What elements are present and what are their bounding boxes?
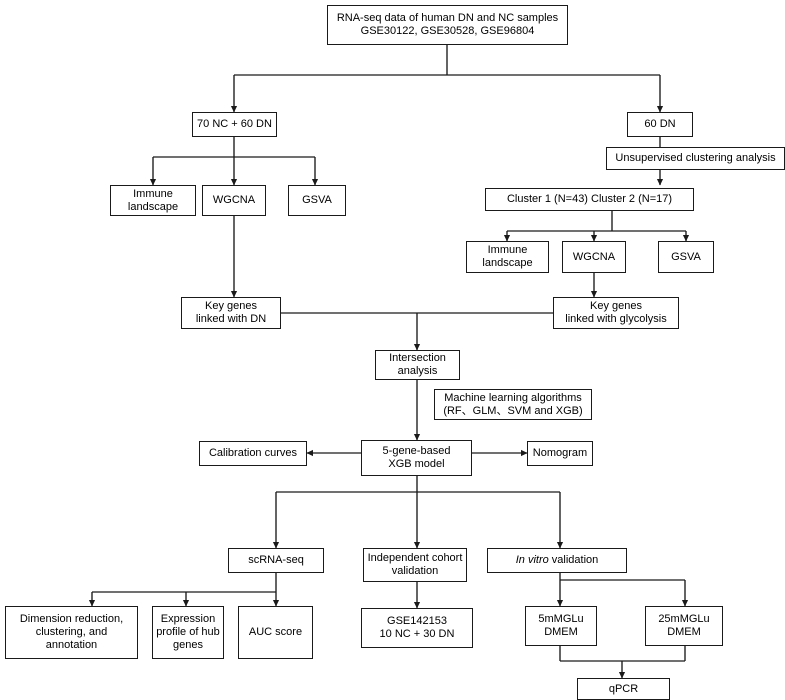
node-gse142153-label: GSE142153 10 NC + 30 DN xyxy=(379,615,455,640)
node-scrna-seq[interactable]: scRNA-seq xyxy=(228,548,324,573)
node-scrna-seq-label: scRNA-seq xyxy=(248,554,304,566)
node-in-vitro-validation-label: In vitro validation xyxy=(516,554,599,567)
node-calibration-curves-label: Calibration curves xyxy=(208,447,298,459)
node-clusters-label: Cluster 1 (N=43) Cluster 2 (N=17) xyxy=(506,193,673,205)
node-ml-algorithms[interactable]: Machine learning algorithms (RF、GLM、SVM … xyxy=(434,389,592,420)
node-glu-25mm[interactable]: 25mMGLu DMEM xyxy=(645,606,723,646)
node-cohort-left-label: 70 NC + 60 DN xyxy=(197,118,272,130)
node-cohort-left[interactable]: 70 NC + 60 DN xyxy=(192,112,277,137)
node-calibration-curves[interactable]: Calibration curves xyxy=(199,441,307,466)
node-cohort-right[interactable]: 60 DN xyxy=(627,112,693,137)
node-auc-score-label: AUC score xyxy=(248,626,303,638)
node-key-genes-dn[interactable]: Key genes linked with DN xyxy=(181,297,281,329)
node-unsupervised-clustering[interactable]: Unsupervised clustering analysis xyxy=(606,147,785,170)
node-immune-landscape-left-label: Immune landscape xyxy=(127,187,179,213)
node-in-vitro-rest: validation xyxy=(548,554,599,566)
node-gse142153[interactable]: GSE142153 10 NC + 30 DN xyxy=(361,608,473,648)
node-independent-cohort-label: Independent cohort validation xyxy=(367,552,463,577)
node-glu-5mm-label: 5mMGLu DMEM xyxy=(538,613,584,638)
node-ml-algorithms-label: Machine learning algorithms (RF、GLM、SVM … xyxy=(443,391,583,417)
node-auc-score[interactable]: AUC score xyxy=(238,606,313,659)
node-glu-25mm-label: 25mMGLu DMEM xyxy=(658,613,710,638)
node-dimension-reduction[interactable]: Dimension reduction, clustering, and ann… xyxy=(5,606,138,659)
node-wgcna-right-label: WGCNA xyxy=(572,250,616,263)
node-in-vitro-italic: In vitro xyxy=(515,554,549,566)
node-qpcr-label: qPCR xyxy=(608,682,639,695)
node-gsva-right[interactable]: GSVA xyxy=(658,241,714,273)
node-gsva-left-label: GSVA xyxy=(302,194,332,206)
node-immune-landscape-left[interactable]: Immune landscape xyxy=(110,185,196,216)
node-expression-profile-label: Expression profile of hub genes xyxy=(156,613,220,651)
node-source-data-label: RNA-seq data of human DN and NC samples … xyxy=(336,12,559,37)
node-glu-5mm[interactable]: 5mMGLu DMEM xyxy=(525,606,597,646)
node-immune-landscape-right-label: Immune landscape xyxy=(482,244,533,269)
node-intersection-analysis[interactable]: Intersection analysis xyxy=(375,350,460,380)
node-gsva-right-label: GSVA xyxy=(671,250,701,263)
node-clusters[interactable]: Cluster 1 (N=43) Cluster 2 (N=17) xyxy=(485,188,694,211)
node-nomogram[interactable]: Nomogram xyxy=(527,441,593,466)
node-key-genes-dn-label: Key genes linked with DN xyxy=(195,300,267,325)
node-dimension-reduction-label: Dimension reduction, clustering, and ann… xyxy=(19,613,124,651)
node-qpcr[interactable]: qPCR xyxy=(577,678,670,700)
node-unsupervised-clustering-label: Unsupervised clustering analysis xyxy=(615,152,776,164)
node-in-vitro-validation[interactable]: In vitro validation xyxy=(487,548,627,573)
node-immune-landscape-right[interactable]: Immune landscape xyxy=(466,241,549,273)
node-wgcna-right[interactable]: WGCNA xyxy=(562,241,626,273)
node-wgcna-left-label: WGCNA xyxy=(212,194,256,206)
node-independent-cohort[interactable]: Independent cohort validation xyxy=(363,548,467,582)
node-gsva-left[interactable]: GSVA xyxy=(288,185,346,216)
node-intersection-analysis-label: Intersection analysis xyxy=(389,352,446,377)
node-expression-profile[interactable]: Expression profile of hub genes xyxy=(152,606,224,659)
node-nomogram-label: Nomogram xyxy=(532,447,588,459)
node-key-genes-glycolysis[interactable]: Key genes linked with glycolysis xyxy=(553,297,679,329)
node-key-genes-glycolysis-label: Key genes linked with glycolysis xyxy=(565,300,667,325)
node-xgb-model[interactable]: 5-gene-based XGB model xyxy=(361,440,472,476)
node-xgb-model-label: 5-gene-based XGB model xyxy=(382,445,451,470)
node-wgcna-left[interactable]: WGCNA xyxy=(202,185,266,216)
node-source-data[interactable]: RNA-seq data of human DN and NC samples … xyxy=(327,5,568,45)
node-cohort-right-label: 60 DN xyxy=(644,118,676,130)
